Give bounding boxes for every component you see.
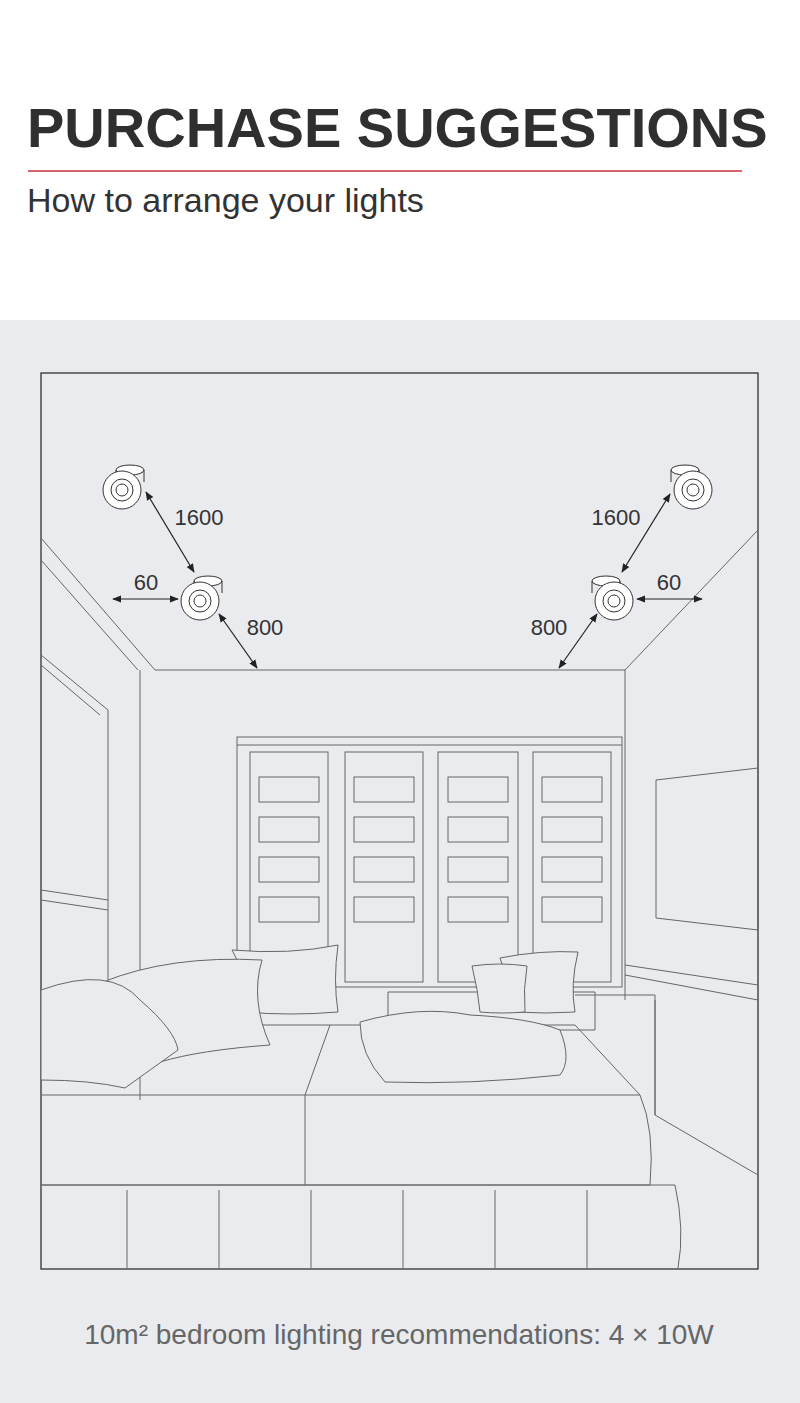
dimension-label: 60 [657, 572, 681, 594]
dimension-arrows [113, 492, 702, 668]
caption: 10m² bedroom lighting recommendations: 4… [84, 1321, 714, 1349]
page-title: PURCHASE SUGGESTIONS [27, 100, 768, 156]
dimension-label: 800 [247, 617, 284, 639]
dimension-label: 800 [531, 617, 568, 639]
dimension-label: 1600 [592, 507, 641, 529]
dimension-label: 60 [134, 572, 158, 594]
dimension-label: 1600 [175, 507, 224, 529]
spotlights [103, 465, 712, 620]
room-lines [41, 530, 758, 1268]
subtitle: How to arrange your lights [27, 183, 424, 217]
frame [41, 373, 758, 1269]
title-rule [28, 170, 742, 172]
